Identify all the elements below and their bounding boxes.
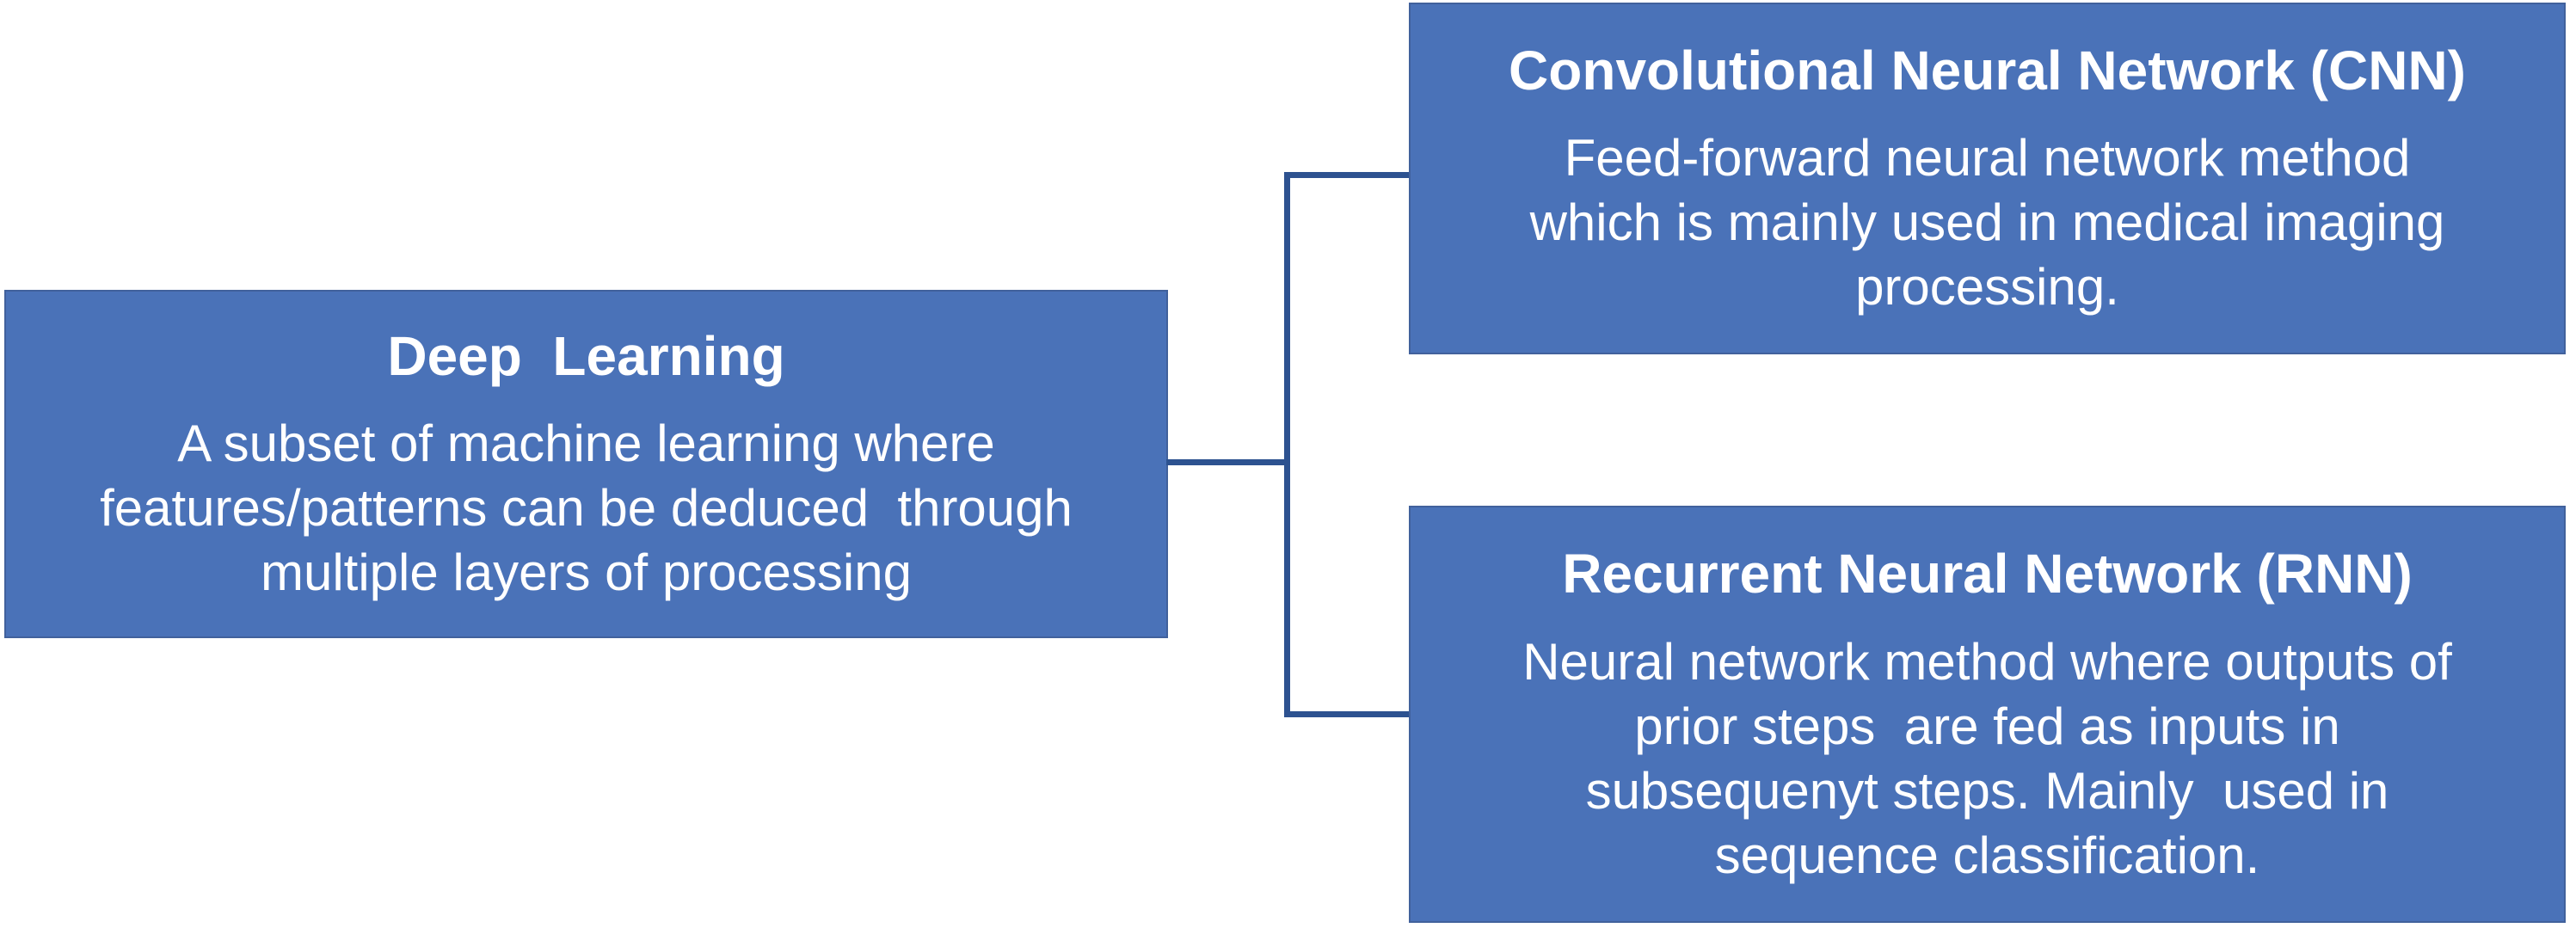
node-rnn: Recurrent Neural Network (RNN) Neural ne…: [1409, 506, 2566, 923]
connector-vertical-spine: [1284, 172, 1290, 717]
node-title-rnn: Recurrent Neural Network (RNN): [1562, 543, 2413, 605]
connector-deep-learning-stub: [1166, 459, 1290, 465]
node-body-cnn: Feed-forward neural network method which…: [1529, 129, 2445, 317]
node-title-cnn: Convolutional Neural Network (CNN): [1509, 39, 2466, 101]
connector-to-cnn: [1284, 172, 1409, 178]
node-title-deep-learning: Deep Learning: [387, 324, 785, 387]
node-deep-learning: Deep Learning A subset of machine learni…: [4, 290, 1168, 638]
node-cnn: Convolutional Neural Network (CNN) Feed-…: [1409, 3, 2566, 354]
connector-to-rnn: [1284, 711, 1409, 717]
node-body-rnn: Neural network method where outputs of p…: [1522, 632, 2452, 884]
node-body-deep-learning: A subset of machine learning where featu…: [100, 415, 1073, 602]
